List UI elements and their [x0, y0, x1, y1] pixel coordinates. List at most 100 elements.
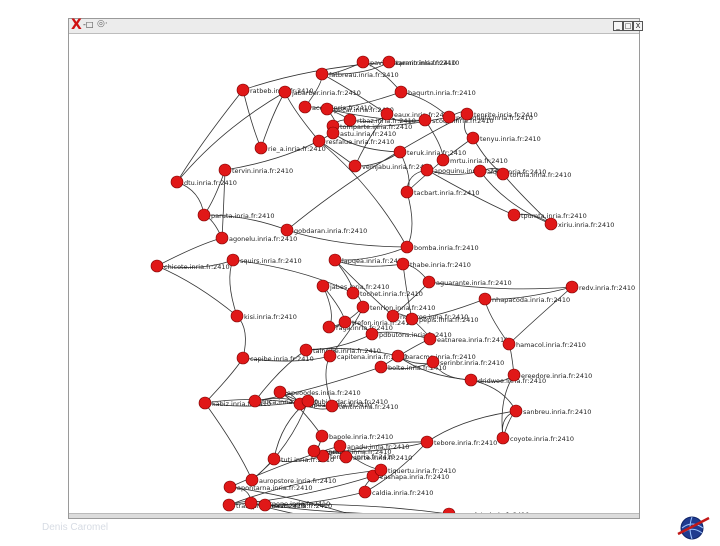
- graph-node[interactable]: [423, 332, 437, 346]
- graph-node[interactable]: [464, 373, 478, 387]
- graph-node[interactable]: [420, 435, 434, 449]
- graph-node[interactable]: [394, 85, 408, 99]
- graph-node-label: astu.inria.fr:2410: [340, 130, 396, 138]
- graph-node[interactable]: [197, 208, 211, 222]
- graph-node[interactable]: [298, 100, 312, 114]
- graph-node[interactable]: [254, 141, 268, 155]
- graph-node-label: tuti.inria.fr:2410: [281, 456, 334, 464]
- graph-node[interactable]: [422, 275, 436, 289]
- graph-node[interactable]: [322, 320, 336, 334]
- graph-node[interactable]: [382, 55, 396, 69]
- graph-node[interactable]: [400, 185, 414, 199]
- graph-node-label: aerte.inria.fr:2410: [353, 454, 412, 462]
- graph-node[interactable]: [316, 279, 330, 293]
- graph-edge: [313, 441, 428, 453]
- graph-edge: [326, 108, 426, 121]
- graph-node[interactable]: [544, 217, 558, 231]
- window-titlebar[interactable]: X -□ ◎· _ □ X: [69, 17, 643, 34]
- graph-node-label: tochet.inria.fr:2410: [360, 290, 423, 298]
- graph-node[interactable]: [374, 463, 388, 477]
- graph-node[interactable]: [374, 360, 388, 374]
- network-graph[interactable]: paviwpaqeantrinla.fr:2410tarmin.inria.fr…: [69, 34, 639, 531]
- graph-node[interactable]: [267, 452, 281, 466]
- graph-node[interactable]: [496, 167, 510, 181]
- graph-node[interactable]: [391, 349, 405, 363]
- graph-node-label: teruk.inria.fr:2410: [407, 149, 466, 157]
- graph-edge: [229, 445, 341, 488]
- graph-node[interactable]: [236, 351, 250, 365]
- graph-node[interactable]: [215, 231, 229, 245]
- graph-node[interactable]: [426, 355, 440, 369]
- graph-node[interactable]: [301, 394, 315, 408]
- graph-edge: [364, 441, 428, 493]
- graph-node[interactable]: [248, 394, 262, 408]
- graph-node[interactable]: [150, 259, 164, 273]
- graph-node[interactable]: [273, 385, 287, 399]
- graph-node[interactable]: [466, 131, 480, 145]
- graph-node[interactable]: [338, 315, 352, 329]
- graph-node[interactable]: [565, 280, 579, 294]
- maximize-button[interactable]: □: [623, 21, 633, 31]
- graph-node[interactable]: [420, 163, 434, 177]
- graph-node[interactable]: [339, 450, 353, 464]
- graph-node[interactable]: [343, 113, 357, 127]
- minimize-button[interactable]: _: [613, 21, 623, 31]
- graph-edge: [484, 286, 573, 300]
- graph-node[interactable]: [356, 300, 370, 314]
- graph-node-label: chicote.inria.fr:2410: [164, 263, 230, 271]
- graph-node[interactable]: [312, 134, 326, 148]
- graph-node[interactable]: [320, 102, 334, 116]
- graph-node[interactable]: [348, 159, 362, 173]
- graph-node[interactable]: [358, 485, 372, 499]
- graph-node[interactable]: [418, 113, 432, 127]
- graph-edge: [260, 91, 286, 149]
- graph-node[interactable]: [170, 175, 184, 189]
- graph-node[interactable]: [507, 208, 521, 222]
- graph-node[interactable]: [346, 286, 360, 300]
- graph-node[interactable]: [258, 498, 272, 512]
- graph-node[interactable]: [323, 349, 337, 363]
- graph-node[interactable]: [325, 399, 339, 413]
- graph-node[interactable]: [365, 327, 379, 341]
- graph-node[interactable]: [315, 429, 329, 443]
- x-app-icon[interactable]: X: [71, 17, 82, 33]
- graph-node[interactable]: [307, 444, 321, 458]
- graph-node[interactable]: [356, 55, 370, 69]
- graph-node[interactable]: [245, 473, 259, 487]
- graph-node[interactable]: [509, 404, 523, 418]
- graph-node[interactable]: [299, 343, 313, 357]
- graph-node[interactable]: [218, 163, 232, 177]
- graph-node-label: tubiandar.inria.fr:2410: [315, 398, 388, 406]
- graph-node[interactable]: [478, 292, 492, 306]
- graph-node[interactable]: [386, 309, 400, 323]
- graph-node[interactable]: [460, 107, 474, 121]
- graph-node[interactable]: [393, 145, 407, 159]
- graph-node[interactable]: [230, 309, 244, 323]
- close-button[interactable]: X: [633, 21, 643, 31]
- graph-node[interactable]: [280, 223, 294, 237]
- graph-node[interactable]: [396, 257, 410, 271]
- graph-node[interactable]: [198, 396, 212, 410]
- graph-node[interactable]: [496, 431, 510, 445]
- graph-node[interactable]: [278, 85, 292, 99]
- graph-node[interactable]: [380, 107, 394, 121]
- graph-node[interactable]: [400, 240, 414, 254]
- graph-node[interactable]: [223, 480, 237, 494]
- graph-node[interactable]: [222, 498, 236, 512]
- graph-node[interactable]: [442, 110, 456, 124]
- graph-node[interactable]: [405, 312, 419, 326]
- graph-node[interactable]: [333, 439, 347, 453]
- graph-node[interactable]: [473, 164, 487, 178]
- graph-node[interactable]: [226, 253, 240, 267]
- graph-node-label: tenrite.inria.fr:2410: [474, 111, 538, 119]
- graph-node[interactable]: [244, 496, 258, 510]
- graph-node[interactable]: [315, 67, 329, 81]
- graph-node[interactable]: [436, 153, 450, 167]
- graph-node[interactable]: [328, 253, 342, 267]
- graph-node[interactable]: [326, 126, 340, 140]
- graph-node-label: tenrlon.inria.fr:2410: [370, 304, 435, 312]
- graph-node[interactable]: [507, 368, 521, 382]
- graph-node[interactable]: [236, 83, 250, 97]
- graph-node[interactable]: [502, 337, 516, 351]
